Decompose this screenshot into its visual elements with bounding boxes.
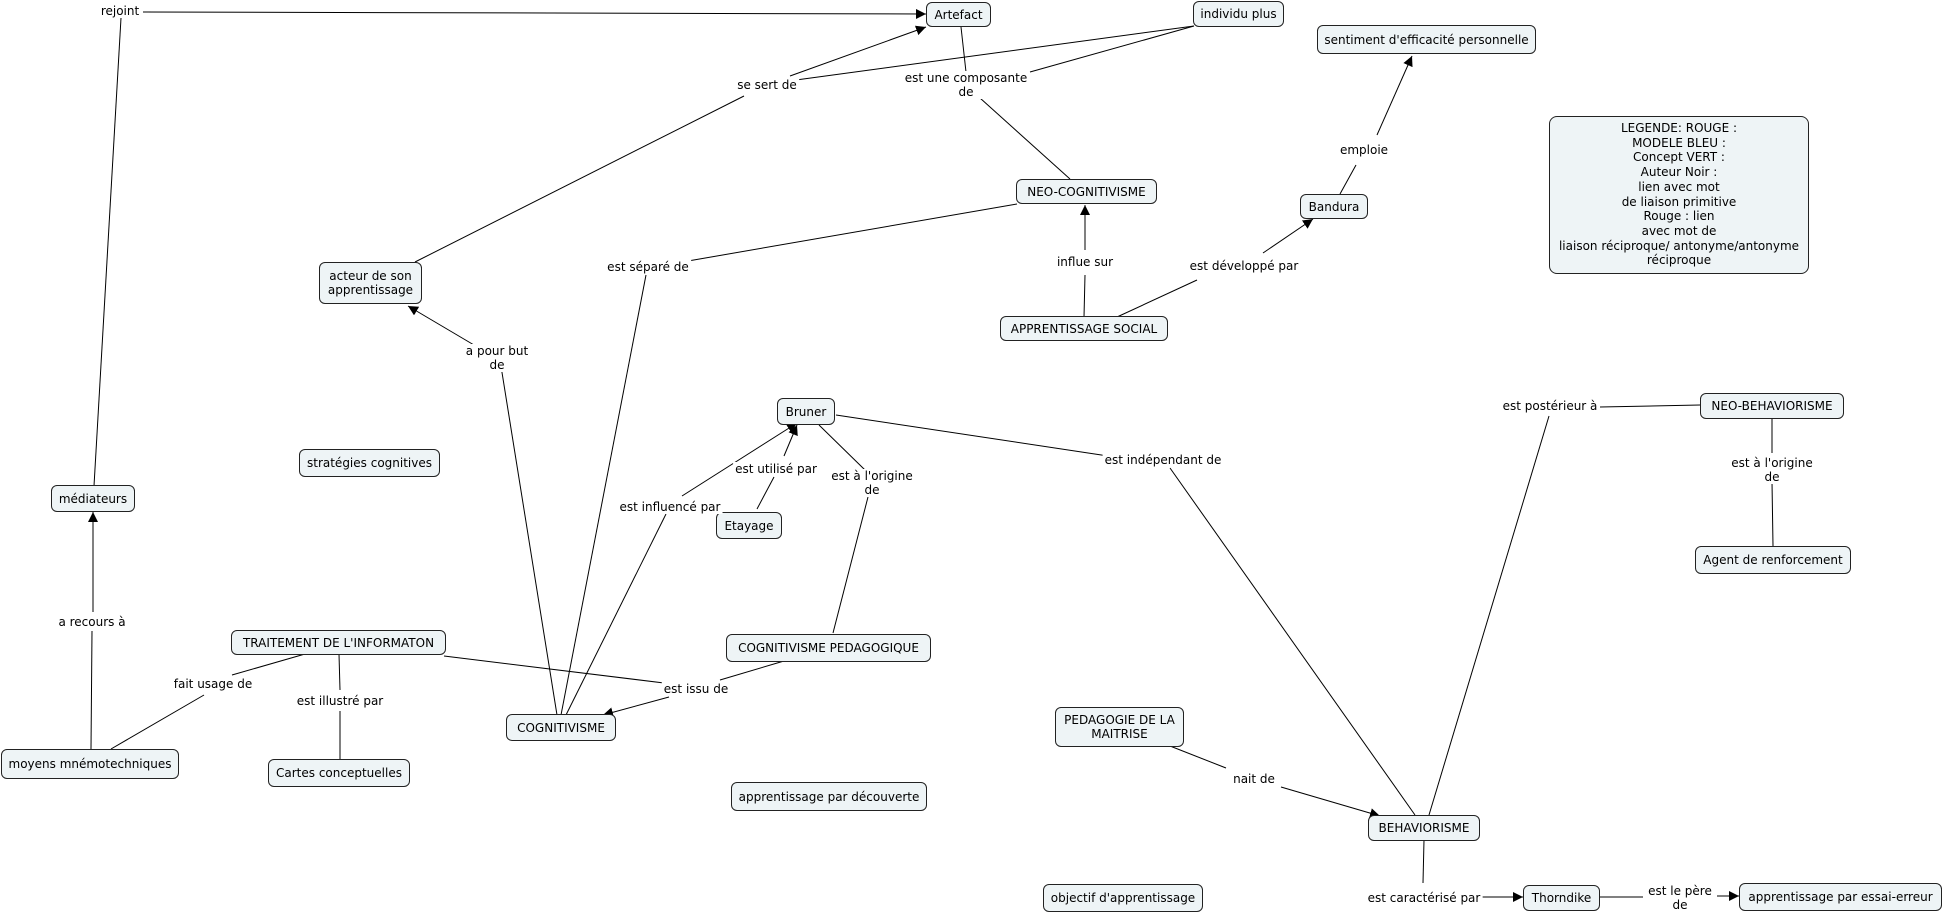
link-est-le-pere-de[interactable]: est le père de — [1646, 884, 1714, 912]
link-rejoint[interactable]: rejoint — [98, 4, 142, 18]
edge-independant-behaviorisme — [1169, 467, 1416, 816]
link-est-une-composante[interactable]: est une composante de — [902, 71, 1030, 99]
edge-traitement-issu — [443, 655, 665, 684]
edge-mediateurs-rejoint — [93, 17, 122, 487]
link-se-sert-de[interactable]: se sert de — [735, 78, 799, 92]
concept-objectif-apprentissage[interactable]: objectif d'apprentissage — [1043, 884, 1203, 912]
link-est-caracterise-par[interactable]: est caractérisé par — [1365, 891, 1483, 905]
legend-box: LEGENDE: ROUGE : MODELE BLEU : Concept V… — [1549, 116, 1809, 274]
concept-agent-renforcement[interactable]: Agent de renforcement — [1695, 546, 1851, 574]
link-est-illustre-par[interactable]: est illustré par — [294, 694, 386, 708]
edge-developpe-bandura — [1262, 218, 1314, 254]
edge-posterieur-behaviorisme — [1428, 415, 1550, 816]
link-est-posterieur-a[interactable]: est postérieur à — [1500, 399, 1600, 413]
edge-origine-agent — [1771, 481, 1774, 547]
concept-cartes-conceptuelles[interactable]: Cartes conceptuelles — [268, 759, 410, 787]
concept-etayage[interactable]: Etayage — [716, 512, 782, 539]
link-a-recours-a[interactable]: a recours à — [56, 615, 128, 629]
concept-bandura[interactable]: Bandura — [1300, 194, 1368, 219]
concept-neo-behaviorisme[interactable]: NEO-BEHAVIORISME — [1700, 393, 1844, 419]
edge-individu-sesertde — [795, 25, 1195, 81]
edge-abut-acteur — [407, 305, 475, 346]
edge-maitrise-nait — [1169, 745, 1227, 769]
link-fait-usage-de[interactable]: fait usage de — [171, 677, 255, 691]
edge-bandura-emploie — [1339, 164, 1357, 195]
concept-neo-cognitivisme[interactable]: NEO-COGNITIVISME — [1016, 179, 1157, 204]
edge-social-developpe — [1116, 279, 1198, 318]
edge-influence-bruner — [681, 422, 798, 497]
link-nait-de[interactable]: nait de — [1231, 772, 1277, 786]
link-est-issu-de[interactable]: est issu de — [661, 682, 731, 696]
concept-pedagogie-maitrise[interactable]: PEDAGOGIE DE LA MAITRISE — [1055, 707, 1184, 747]
link-est-a-lorigine-bruner[interactable]: est à l'origine de — [829, 469, 915, 497]
edge-nait-behaviorisme — [1280, 786, 1381, 818]
concept-apprentissage-social[interactable]: APPRENTISSAGE SOCIAL — [1000, 316, 1168, 341]
concept-apprentissage-decouverte[interactable]: apprentissage par découverte — [731, 782, 927, 811]
link-influe-sur[interactable]: influe sur — [1054, 255, 1116, 269]
edge-origine-cogped — [832, 496, 869, 634]
edge-emploie-sentiment — [1376, 55, 1413, 136]
concept-sentiment-efficacite[interactable]: sentiment d'efficacité personnelle — [1317, 25, 1536, 54]
edge-moyens-usage — [110, 694, 205, 750]
link-est-developpe-par[interactable]: est développé par — [1187, 259, 1301, 273]
edge-bruner-origine — [818, 424, 866, 471]
edge-neo-separe — [687, 203, 1018, 262]
edge-cognitivisme-influence — [565, 513, 667, 716]
link-est-utilise-par[interactable]: est utilisé par — [733, 462, 819, 476]
concept-behaviorisme[interactable]: BEHAVIORISME — [1368, 815, 1480, 841]
link-est-independant-de[interactable]: est indépendant de — [1102, 453, 1224, 467]
edge-cognitivisme-abut — [499, 359, 558, 716]
concept-moyens-mnemotechniques[interactable]: moyens mnémotechniques — [1, 749, 179, 779]
concept-apprentissage-essai-erreur[interactable]: apprentissage par essai-erreur — [1739, 883, 1942, 911]
edge-traitement-illustre — [338, 653, 341, 691]
concept-strategies-cognitives[interactable]: stratégies cognitives — [299, 449, 440, 477]
concept-thorndike[interactable]: Thorndike — [1523, 885, 1600, 911]
link-est-influence-par[interactable]: est influencé par — [617, 500, 723, 514]
concept-acteur-apprentissage[interactable]: acteur de son apprentissage — [319, 262, 422, 304]
link-emploie[interactable]: emploie — [1337, 143, 1391, 157]
concept-bruner[interactable]: Bruner — [777, 398, 835, 425]
edge-moyens-recours — [90, 630, 93, 750]
concept-traitement-information[interactable]: TRAITEMENT DE L'INFORMATON — [231, 630, 446, 655]
edge-acteur-sesertde — [414, 95, 745, 263]
edge-individu-composante — [1029, 25, 1195, 73]
edge-sesertde-artefact — [789, 25, 927, 77]
link-est-separe-de[interactable]: est séparé de — [605, 260, 691, 274]
edge-behaviorisme-caracterise — [1422, 839, 1425, 884]
edge-rejoint-artefact — [142, 8, 927, 19]
edge-etayage-utilise — [756, 476, 775, 510]
link-est-a-lorigine-neo[interactable]: est à l'origine de — [1729, 456, 1815, 484]
edge-bruner-independant — [835, 414, 1109, 457]
edge-composante-artefact — [960, 26, 967, 73]
edge-usage-traitement — [231, 653, 306, 676]
edge-issu-cognitivisme — [602, 696, 670, 718]
edge-social-influe — [1083, 274, 1086, 318]
concept-individu-plus[interactable]: individu plus — [1193, 1, 1284, 27]
link-a-pour-but-de[interactable]: a pour but de — [463, 344, 531, 372]
edge-neobeh-posterieur — [1599, 404, 1701, 408]
concept-mediateurs[interactable]: médiateurs — [51, 485, 135, 512]
concept-artefact[interactable]: Artefact — [926, 2, 991, 27]
concept-cognitivisme-pedagogique[interactable]: COGNITIVISME PEDAGOGIQUE — [726, 634, 931, 662]
edge-neo-composante — [979, 97, 1071, 180]
edge-separe-cognitivisme — [560, 274, 647, 716]
edge-cogped-issu — [719, 660, 785, 681]
concept-cognitivisme[interactable]: COGNITIVISME — [506, 714, 616, 741]
